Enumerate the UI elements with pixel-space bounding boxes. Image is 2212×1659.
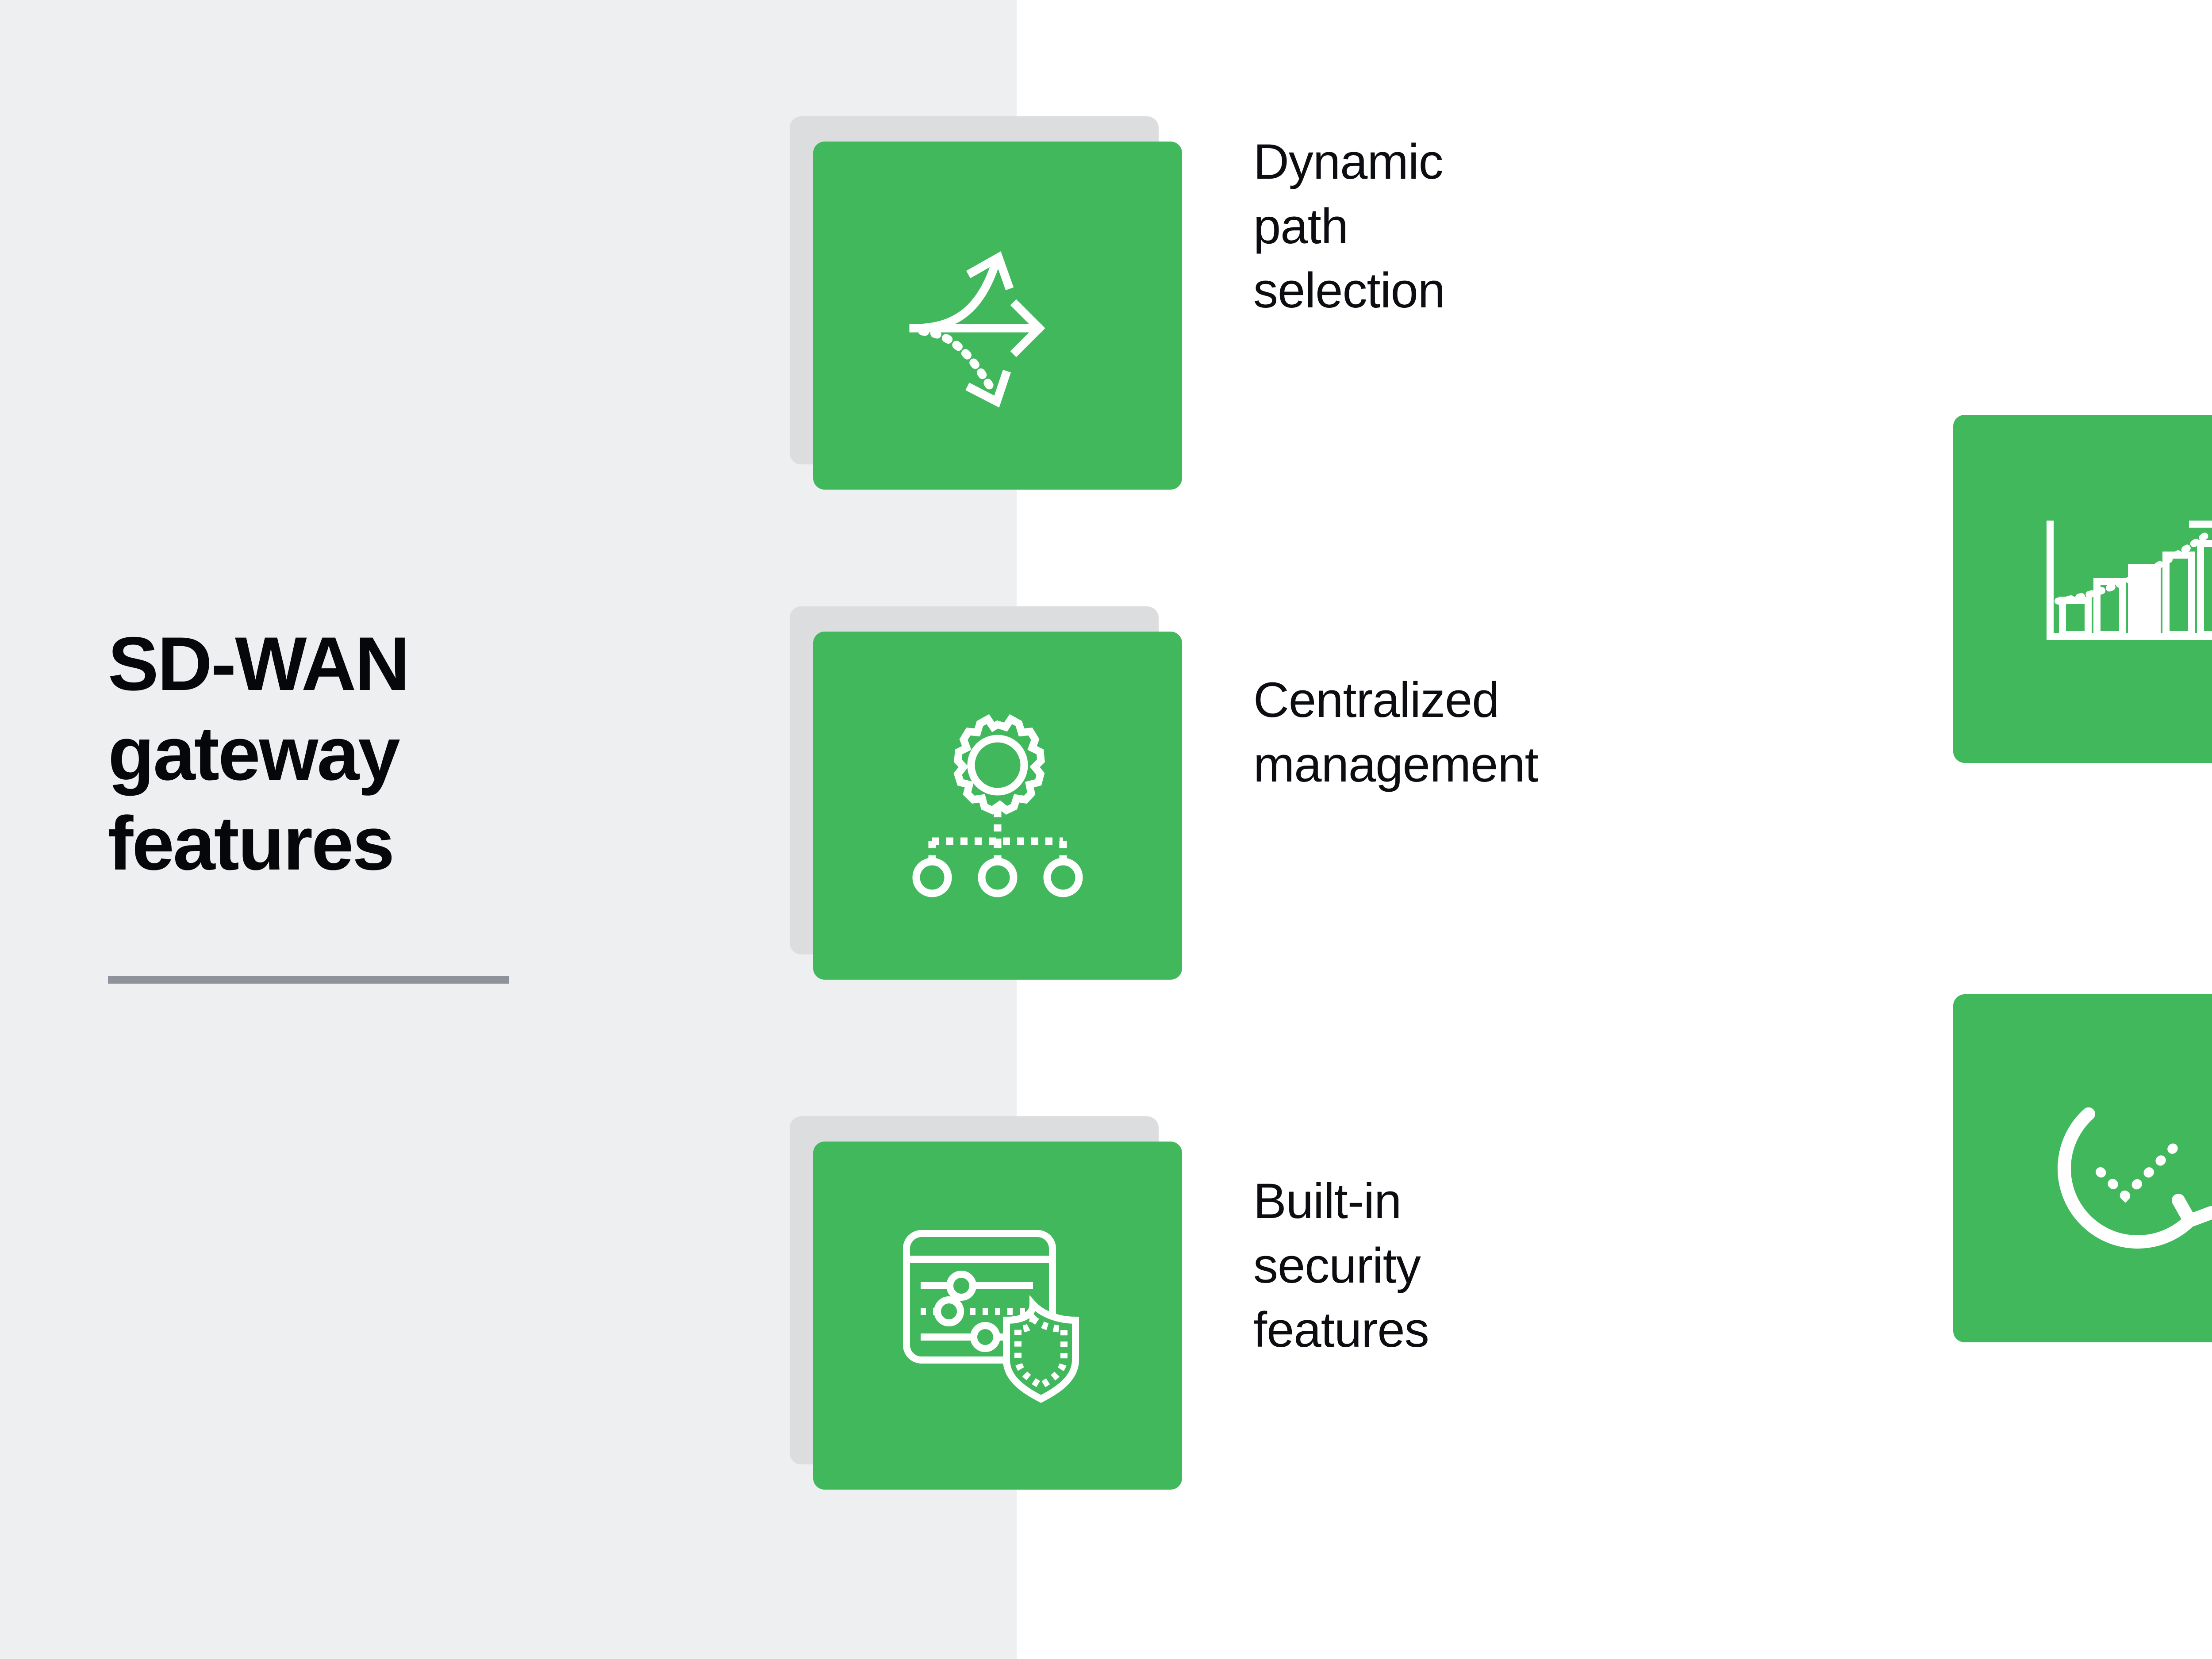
feature-icon-tile[interactable] (813, 1142, 1182, 1490)
title-divider-rule (108, 976, 509, 984)
feature-label: Built-in security features (1253, 1173, 1429, 1358)
title-line-2: gateway (108, 711, 400, 796)
diverging-paths-arrows-icon (909, 251, 1045, 408)
feature-icon-tile[interactable] (1953, 994, 2212, 1342)
feature-label: Centralized management (1253, 672, 1539, 792)
page-title: SD-WAN gateway features (108, 619, 727, 889)
feature-icon-tile[interactable] (813, 142, 1182, 490)
growing-bar-chart-icon (2047, 520, 2212, 640)
feature-icon-tile[interactable] (1953, 415, 2212, 763)
title-line-3: features (108, 801, 395, 886)
feature-label: Dynamic path selection (1253, 134, 1445, 318)
feature-icon-tile[interactable] (813, 632, 1182, 980)
refresh-circle-checkmark-icon (2058, 1107, 2212, 1249)
title-line-1: SD-WAN (108, 621, 410, 706)
settings-window-shield-icon (903, 1230, 1079, 1403)
gear-network-tree-icon (912, 714, 1083, 897)
right-panel-background (1017, 0, 2212, 1659)
